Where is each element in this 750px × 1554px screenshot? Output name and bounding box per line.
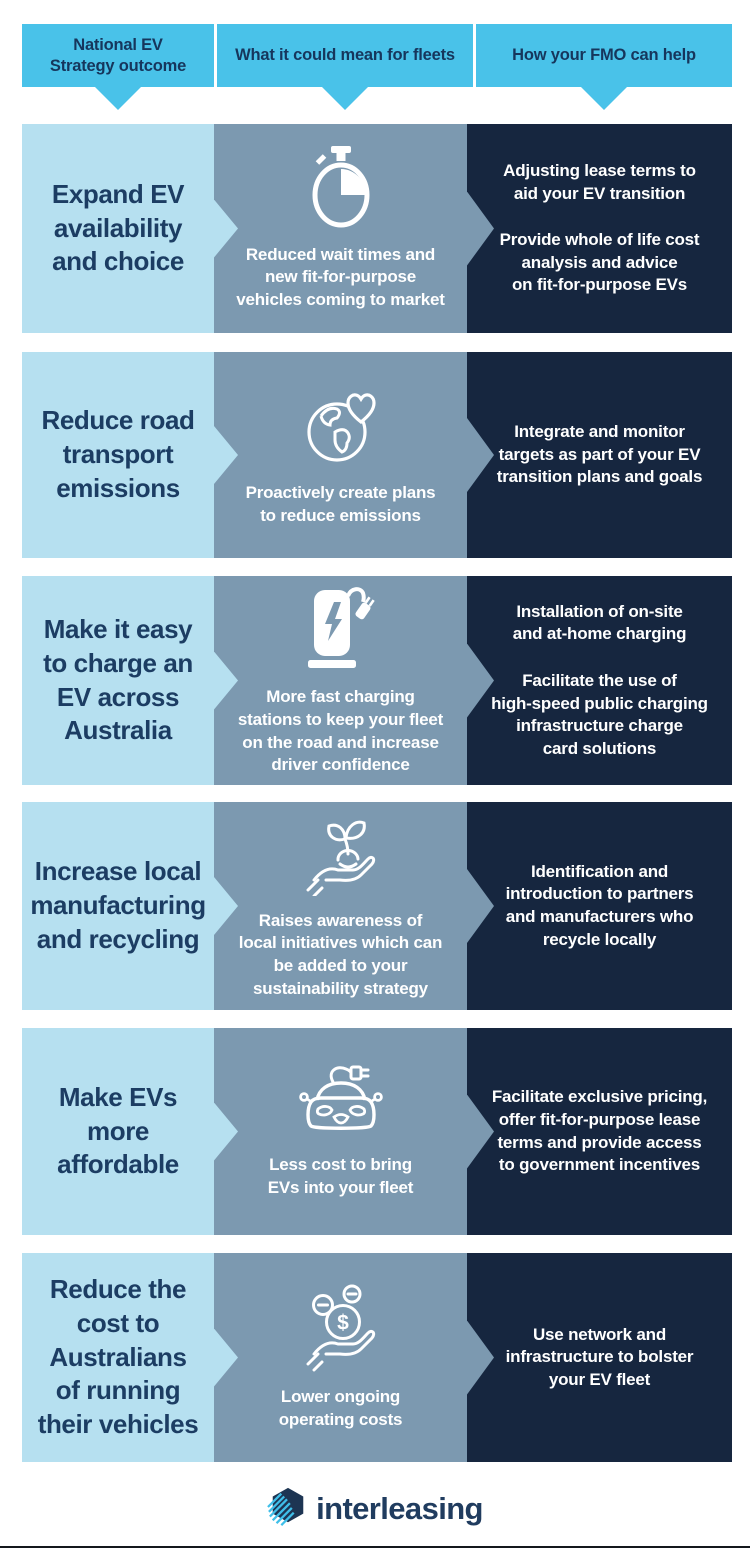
fleet-meaning-text: Less cost to bring EVs into your fleet (267, 1154, 414, 1197)
header-pointer-icon (322, 87, 368, 110)
header-label: National EV Strategy outcome (49, 35, 187, 75)
row-reduce-emissions: Reduce road transport emissions Proactiv… (22, 352, 732, 558)
fleet-meaning-text: More fast charging stations to keep your… (237, 687, 444, 775)
fleet-meaning-text: Raises awareness of local initiatives wh… (238, 910, 443, 998)
ev-car-plug-icon (291, 1064, 391, 1140)
fmo-cell: Installation of on-site and at-home char… (467, 576, 732, 785)
header-fleet-meaning: What it could mean for fleets (217, 24, 473, 87)
header-label: How your FMO can help (512, 46, 696, 65)
outcome-title: Increase local manufacturing and recycli… (30, 856, 206, 954)
fleet-cell: $ Lower ongoing operating costs (214, 1253, 494, 1462)
interleasing-cube-icon (267, 1486, 309, 1533)
row-easy-charging: Make it easy to charge an EV across Aust… (22, 576, 732, 785)
fmo-help-text: Installation of on-site and at-home char… (512, 601, 687, 644)
fmo-cell: Integrate and monitor targets as part of… (467, 352, 732, 558)
outcome-cell: Expand EV availability and choice (22, 124, 238, 333)
stopwatch-icon (308, 145, 374, 230)
svg-text:$: $ (337, 1311, 349, 1334)
outcome-title: Expand EV availability and choice (51, 178, 185, 277)
hand-coins-icon: $ (298, 1284, 384, 1372)
header-pointer-icon (95, 87, 141, 110)
outcome-cell: Make EVs more affordable (22, 1028, 238, 1235)
fleet-meaning-text: Proactively create plans to reduce emiss… (245, 483, 436, 525)
header-fmo-help: How your FMO can help (476, 24, 732, 87)
fmo-cell: Facilitate exclusive pricing, offer fit-… (467, 1028, 732, 1235)
row-expand-ev: Expand EV availability and choice Reduce… (22, 124, 732, 333)
fmo-help-text: Adjusting lease terms to aid your EV tra… (503, 160, 696, 203)
row-evs-affordable: Make EVs more affordable (22, 1028, 732, 1235)
fleet-cell: Proactively create plans to reduce emiss… (214, 352, 494, 558)
header-label: What it could mean for fleets (235, 46, 455, 65)
outcome-title: Reduce the cost to Australians of runnin… (37, 1274, 199, 1440)
hand-seedling-icon (298, 812, 384, 896)
row-reduce-running-costs: Reduce the cost to Australians of runnin… (22, 1253, 732, 1462)
header-pointer-icon (581, 87, 627, 110)
ev-charger-icon (302, 584, 380, 672)
outcome-cell: Make it easy to charge an EV across Aust… (22, 576, 238, 785)
fleet-meaning-text: Reduced wait times and new fit-for-purpo… (236, 244, 445, 309)
fmo-help-text: Provide whole of life cost analysis and … (499, 230, 700, 295)
fleet-meaning-text: Lower ongoing operating costs (278, 1386, 403, 1429)
fmo-cell: Adjusting lease terms to aid your EV tra… (467, 124, 732, 333)
outcome-cell: Increase local manufacturing and recycli… (22, 802, 238, 1010)
logo-wordmark: interleasing (316, 1491, 483, 1526)
fmo-cell: Identification and introduction to partn… (467, 802, 732, 1010)
fmo-help-text: Use network and infrastructure to bolste… (505, 1324, 694, 1389)
fleet-cell: Reduced wait times and new fit-for-purpo… (214, 124, 494, 333)
bottom-border (0, 1546, 750, 1548)
fmo-help-text: Identification and introduction to partn… (505, 861, 694, 949)
footer-logo: interleasing (0, 1484, 750, 1534)
header-national-ev-strategy: National EV Strategy outcome (22, 24, 214, 87)
fmo-help-text: Facilitate exclusive pricing, offer fit-… (491, 1087, 708, 1175)
fmo-cell: Use network and infrastructure to bolste… (467, 1253, 732, 1462)
fmo-help-text: Facilitate the use of high-speed public … (491, 670, 708, 758)
fleet-cell: Raises awareness of local initiatives wh… (214, 802, 494, 1010)
fleet-cell: More fast charging stations to keep your… (214, 576, 494, 785)
outcome-title: Reduce road transport emissions (41, 405, 195, 503)
outcome-title: Make EVs more affordable (57, 1081, 179, 1180)
globe-heart-icon (299, 382, 383, 468)
outcome-cell: Reduce road transport emissions (22, 352, 238, 558)
fleet-cell: Less cost to bring EVs into your fleet (214, 1028, 494, 1235)
outcome-title: Make it easy to charge an EV across Aust… (43, 613, 193, 746)
row-local-manufacturing: Increase local manufacturing and recycli… (22, 802, 732, 1010)
fmo-help-text: Integrate and monitor targets as part of… (496, 422, 703, 487)
outcome-cell: Reduce the cost to Australians of runnin… (22, 1253, 238, 1462)
